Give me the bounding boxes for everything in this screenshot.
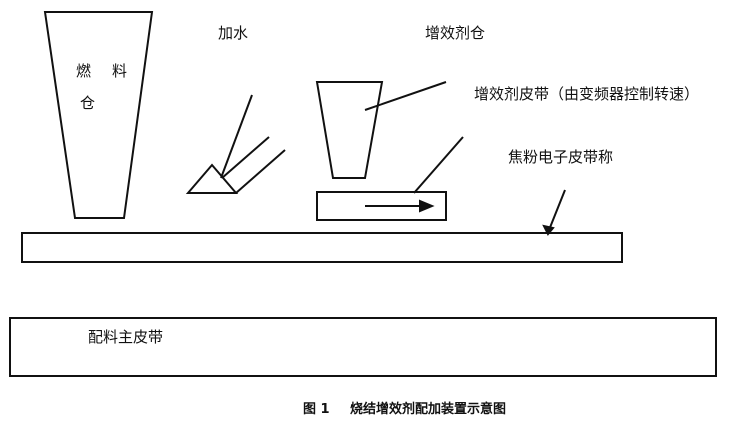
fuel-bin-label-1: 燃	[76, 62, 92, 80]
figure-number: 图 1	[303, 402, 330, 417]
additive-belt	[316, 191, 447, 221]
arrow-head	[419, 199, 435, 213]
additive-bin	[315, 81, 384, 179]
additive-belt-leader	[364, 81, 447, 111]
fuel-bin	[43, 11, 154, 219]
water-pipe-2	[235, 149, 286, 194]
additive-belt-label: 增效剂皮带（由变频器控制转速）	[474, 85, 700, 103]
water-trough	[185, 163, 239, 194]
main-belt-label: 配料主皮带	[88, 328, 164, 346]
fuel-bin-label-2: 料	[112, 62, 128, 80]
main-conveyor-upper	[21, 232, 623, 263]
fuel-bin-label-3: 仓	[80, 94, 96, 112]
coke-scale-label: 焦粉电子皮带称	[508, 148, 614, 166]
water-pipe-1	[221, 136, 270, 179]
pointer-head	[542, 224, 555, 236]
figure-caption: 烧结增效剂配加装置示意图	[350, 402, 507, 417]
add-water-label: 加水	[218, 24, 249, 42]
coke-scale-leader	[413, 136, 464, 194]
main-belt-pointer	[548, 189, 566, 231]
additive-bin-label: 增效剂仓	[425, 24, 486, 42]
water-leader-line	[220, 94, 253, 179]
main-conveyor-belt	[9, 317, 717, 377]
